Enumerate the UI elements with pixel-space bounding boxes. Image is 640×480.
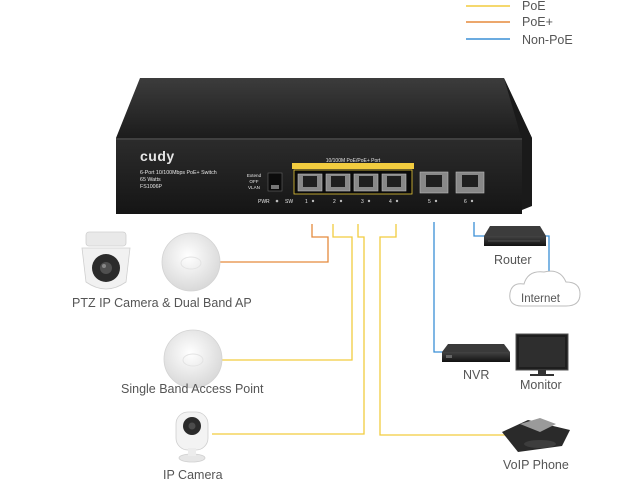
port-number-1: 1 [305, 199, 308, 205]
port-number-6: 6 [464, 199, 467, 205]
voip-phone-label: VoIP Phone [503, 458, 569, 472]
legend-poe-label: PoE [522, 0, 546, 13]
port-number-2: 2 [333, 199, 336, 205]
single-band-ap-icon [163, 329, 223, 389]
monitor-label: Monitor [520, 378, 562, 392]
cable-port1-ap [220, 224, 329, 263]
port-number-4: 4 [389, 199, 392, 205]
switch-mode-extend: Extend [247, 173, 262, 178]
single-band-ap-label: Single Band Access Point [121, 382, 264, 396]
switch-model-line: 6-Port 10/100Mbps PoE+ Switch [140, 170, 217, 176]
monitor-icon [515, 333, 569, 376]
ptz-camera-icon [81, 231, 131, 290]
router-icon [484, 226, 546, 246]
poe-switch: cudy 6-Port 10/100Mbps PoE+ Switch 65 Wa… [116, 78, 532, 214]
poe-port-banner [292, 163, 414, 169]
pwr-led [275, 199, 279, 203]
ip-camera-icon [175, 411, 209, 463]
cable-port6-router [473, 222, 486, 237]
switch-mode-off: OFF [249, 179, 258, 184]
nvr-icon [442, 344, 510, 362]
dual-band-ap-icon [161, 232, 221, 292]
cable-port2-single-ap [222, 224, 353, 361]
switch-brand-logo: cudy [140, 148, 175, 164]
switch-side [504, 78, 532, 210]
ptz-camera-ap-label: PTZ IP Camera & Dual Band AP [72, 296, 252, 310]
switch-pwr-label: PWR [258, 199, 270, 205]
switch-model: FS1006P [140, 184, 163, 190]
poe-port-banner-text: 10/100M PoE/PoE+ Port [326, 158, 381, 164]
cable-port4-voip [379, 224, 508, 436]
cable-router-internet [545, 235, 550, 272]
router-label: Router [494, 253, 532, 267]
legend-poeplus-label: PoE+ [522, 15, 553, 29]
cables [212, 222, 550, 436]
nvr-label: NVR [463, 368, 489, 382]
internet-cloud-icon [509, 270, 581, 307]
switch-sw-label: SW [285, 199, 293, 205]
ip-camera-label: IP Camera [163, 468, 223, 480]
internet-label: Internet [521, 293, 561, 305]
port-number-3: 3 [361, 199, 364, 205]
cable-port3-ip-camera [212, 224, 365, 435]
switch-watts: 65 Watts [140, 177, 161, 183]
port-block-poe [293, 169, 413, 195]
voip-phone-icon [502, 418, 570, 452]
switch-top [116, 78, 532, 138]
legend-nonpoe-label: Non-PoE [522, 33, 573, 47]
switch-mode-vlan: VLAN [248, 185, 260, 190]
cable-port5-nvr [433, 222, 444, 353]
legend: PoE PoE+ Non-PoE [466, 0, 573, 47]
port-number-5: 5 [428, 199, 431, 205]
